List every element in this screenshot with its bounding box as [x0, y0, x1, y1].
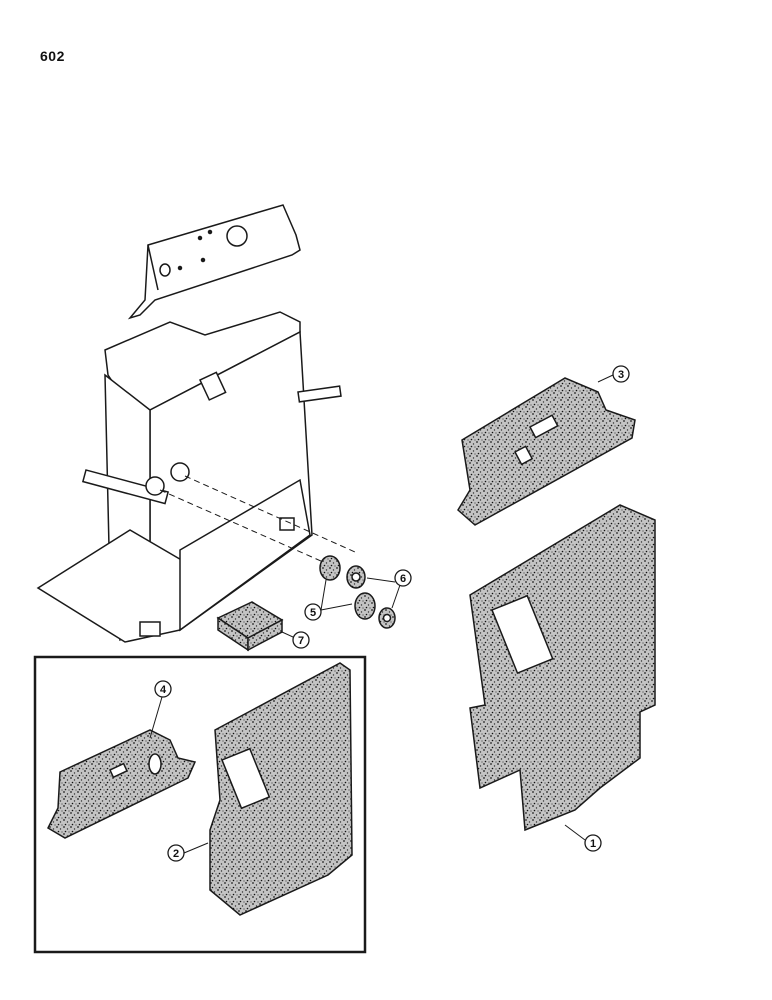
- insulation-pad-large: [469, 504, 656, 832]
- insulation-pad-upper: [457, 377, 636, 526]
- callout-4: 4: [149, 680, 172, 739]
- callout-6-label: 6: [400, 573, 406, 585]
- callout-1: 1: [564, 824, 602, 852]
- callout-3: 3: [597, 365, 630, 383]
- callout-7: 7: [281, 631, 310, 649]
- callout-5: 5: [304, 579, 353, 621]
- page-number: 602: [40, 48, 65, 64]
- dash-frame-housing: [36, 311, 342, 643]
- callout-7-label: 7: [298, 635, 304, 647]
- callout-6: 6: [366, 569, 412, 609]
- callout-3-label: 3: [618, 369, 624, 381]
- insulation-pad-upper-alt: [47, 729, 197, 839]
- assembly-axis-lines: [159, 475, 356, 566]
- callout-2: 2: [167, 842, 209, 862]
- callout-2-label: 2: [173, 848, 179, 860]
- instrument-panel-bracket: [127, 204, 301, 320]
- bushings: [319, 555, 396, 629]
- callout-4-label: 4: [160, 684, 167, 696]
- insulation-pad-large-alt: [209, 662, 353, 916]
- callout-1-label: 1: [590, 838, 596, 850]
- callout-5-label: 5: [310, 607, 316, 619]
- insulation-block: [216, 601, 284, 652]
